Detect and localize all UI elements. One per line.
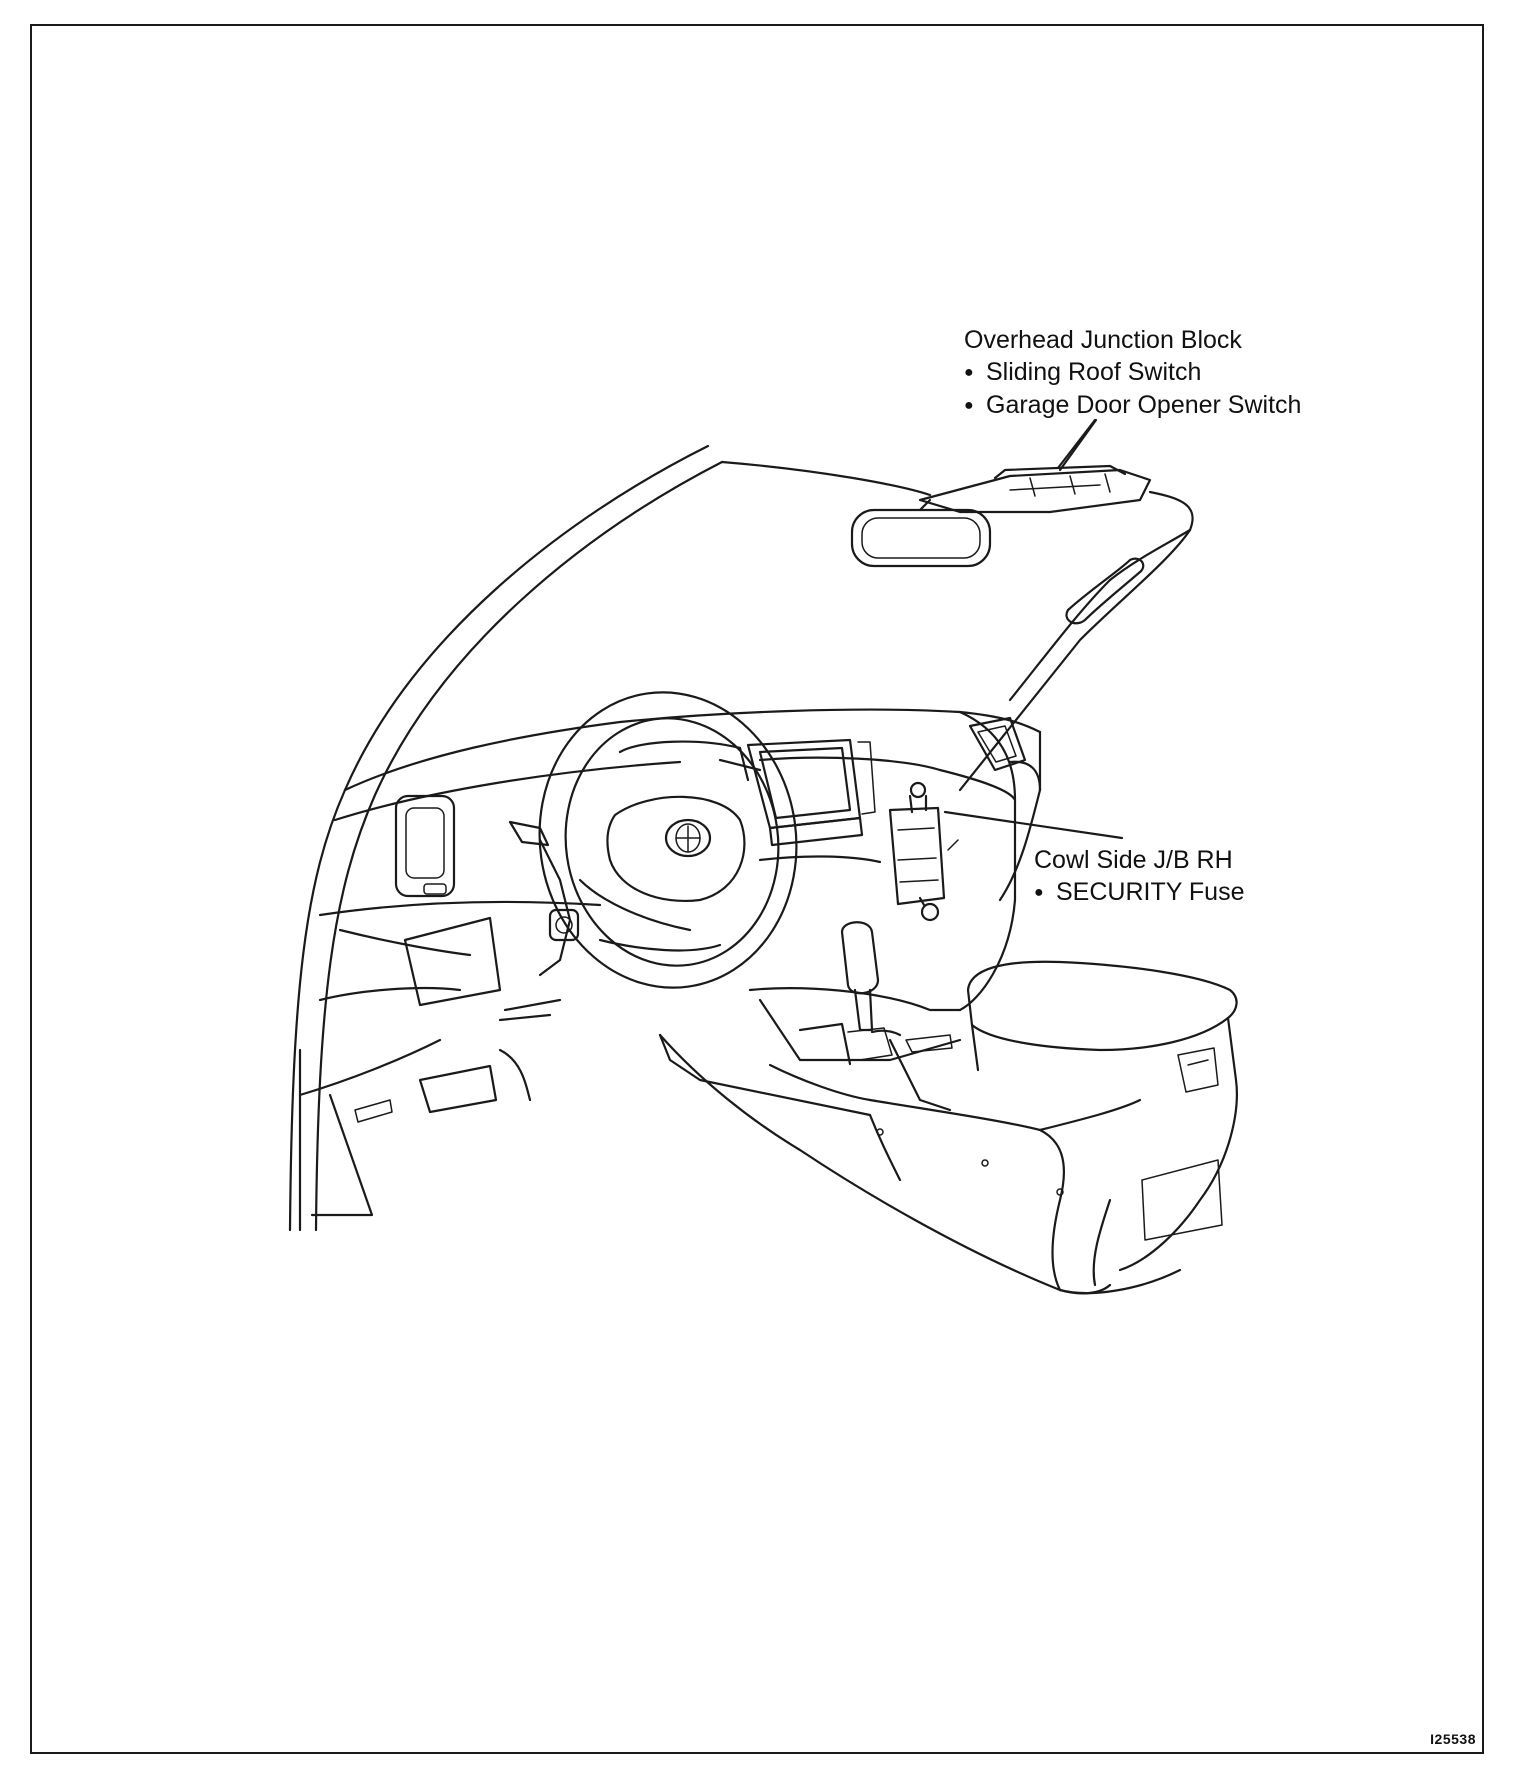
overhead-junction-block-callout: Overhead Junction Block Sliding Roof Swi… <box>964 324 1301 422</box>
left-vent <box>394 794 456 898</box>
cowl-side-jb <box>888 781 1124 922</box>
headliner <box>720 460 1194 792</box>
security-fuse-label: SECURITY Fuse <box>1034 876 1244 909</box>
passenger-dash <box>938 768 1042 902</box>
console-armrest <box>966 960 1238 1272</box>
center-console <box>658 987 962 1117</box>
sliding-roof-switch-label: Sliding Roof Switch <box>964 356 1301 389</box>
a-pillar <box>288 444 724 1232</box>
lower-left-panel <box>298 916 562 1123</box>
instrument-cluster <box>618 740 762 782</box>
center-display <box>746 738 882 864</box>
overhead-console <box>918 418 1152 514</box>
overhead-leader-line <box>1058 418 1098 472</box>
right-vent <box>968 716 1027 772</box>
figure-id: I25538 <box>1430 1731 1476 1747</box>
grab-handle <box>1065 557 1145 625</box>
garage-door-opener-switch-label: Garage Door Opener Switch <box>964 389 1301 422</box>
steering-column <box>508 820 580 977</box>
diagram-frame <box>30 24 1484 1754</box>
cowl-side-jb-callout: Cowl Side J/B RH SECURITY Fuse <box>1034 844 1244 909</box>
gear-shifter <box>840 921 880 1032</box>
overhead-junction-block-title: Overhead Junction Block <box>964 326 1242 354</box>
rearview-mirror <box>850 498 992 568</box>
cowl-side-jb-title: Cowl Side J/B RH <box>1034 846 1233 874</box>
lower-console <box>658 1033 1182 1295</box>
